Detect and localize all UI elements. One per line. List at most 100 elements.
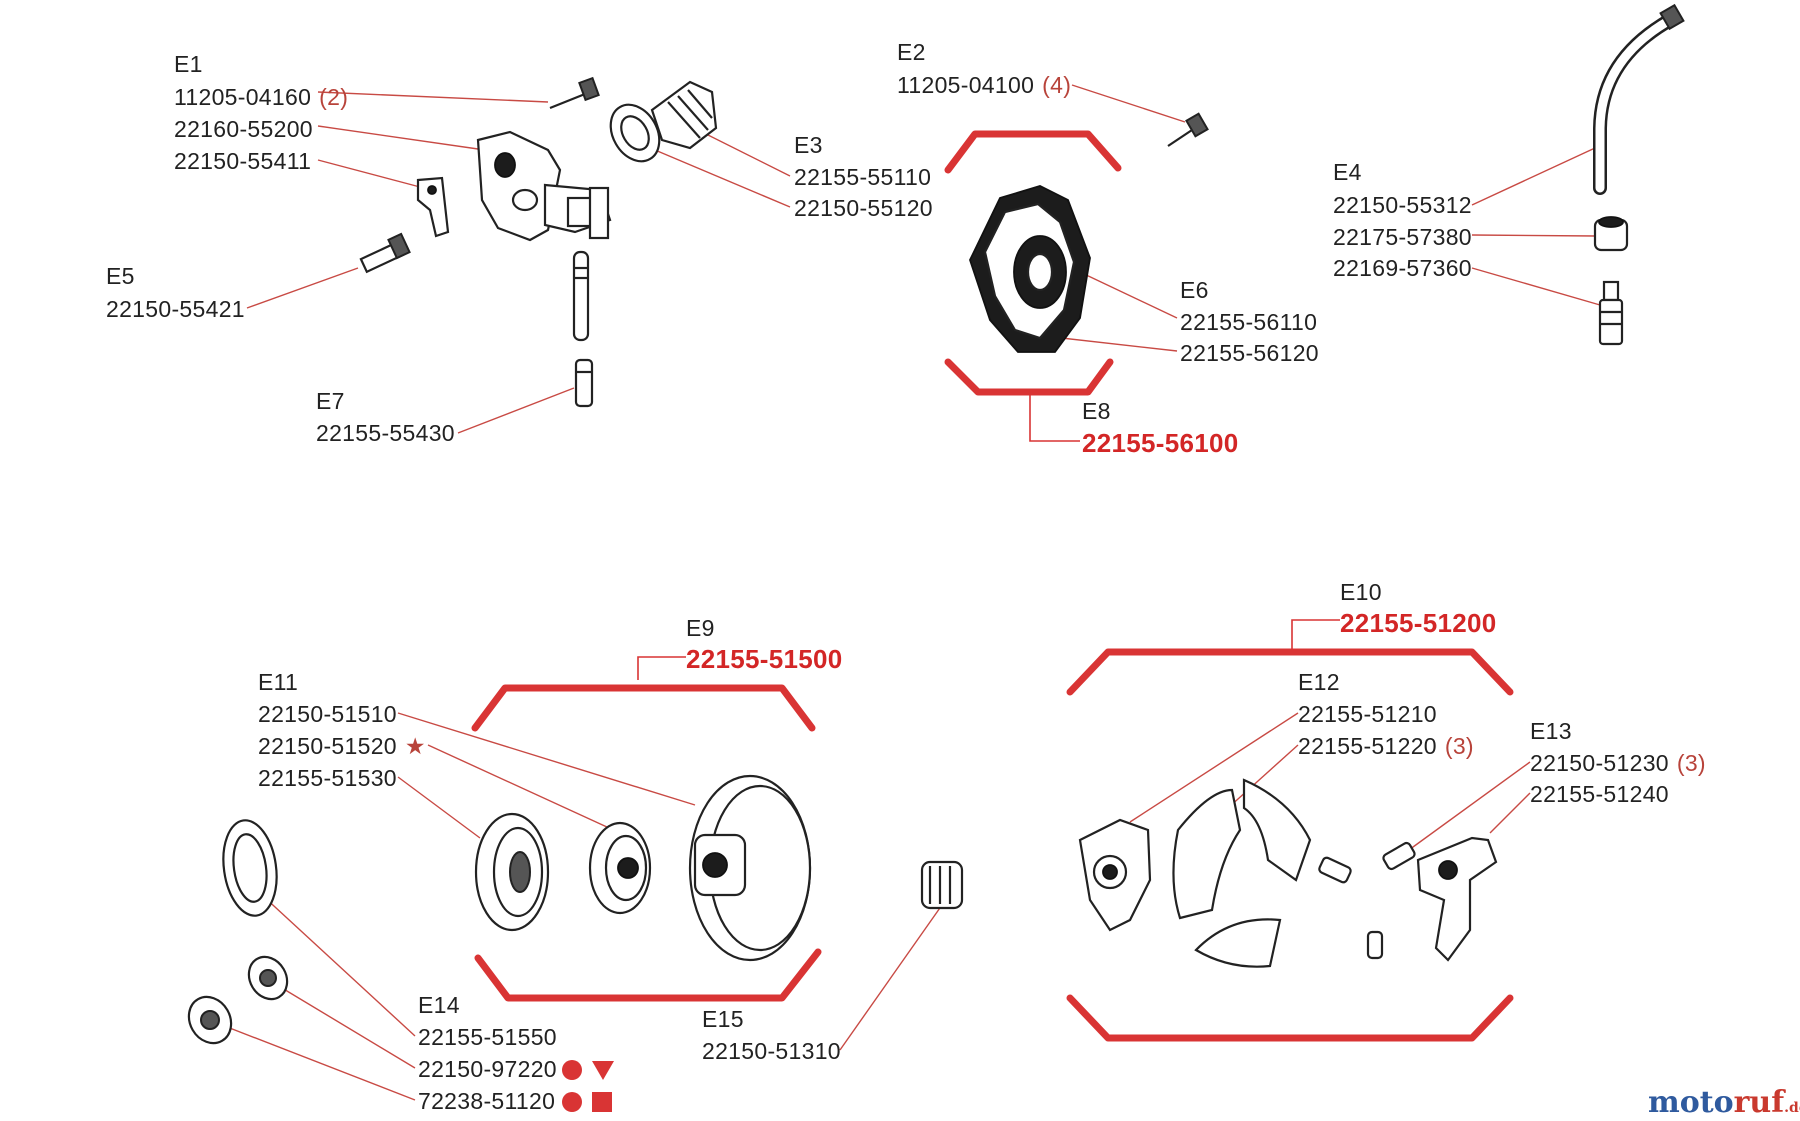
bracket-e9-bottom — [474, 948, 822, 1002]
label-e11: E11 22150-51510 22150-51520 ★ 22155-51530 — [258, 669, 426, 791]
part-number: 22155-51550 — [418, 1024, 557, 1050]
clutch-hub-e12-icon — [1078, 818, 1152, 932]
red-dot-icon — [562, 1092, 582, 1112]
bracket-e8-top — [944, 130, 1122, 174]
ref-e14: E14 — [418, 992, 460, 1018]
bracket-e8-bottom — [944, 358, 1114, 396]
quantity: (3) — [1677, 750, 1706, 776]
part-number: 22155-51240 — [1530, 781, 1669, 807]
bracket-e9-top — [471, 684, 816, 732]
red-square-icon — [592, 1092, 612, 1112]
part-number: 11205-04100 — [897, 72, 1034, 98]
label-e9: E9 22155-51500 — [686, 615, 843, 674]
rim-sprocket-e11-icon — [588, 821, 652, 915]
label-e4: E4 22150-55312 22175-57380 22169-57360 — [1333, 159, 1472, 281]
svg-text:11205-04160(2): 11205-04160 (2) — [174, 84, 348, 110]
part-number: 22150-55411 — [174, 148, 311, 174]
part-number: 22155-56120 — [1180, 340, 1319, 366]
ref-e5: E5 — [106, 263, 135, 289]
part-number-bold: 22155-56100 — [1082, 428, 1239, 458]
part-number: 22155-51220 — [1298, 733, 1437, 759]
ref-e7: E7 — [316, 388, 345, 414]
ref-e12: E12 — [1298, 669, 1340, 695]
ref-e2: E2 — [897, 39, 926, 65]
screw-e1-icon — [549, 76, 600, 110]
ref-e8: E8 — [1082, 398, 1111, 424]
bracket-e10-bottom — [1066, 994, 1514, 1042]
spring-e12-icon — [1318, 856, 1384, 960]
red-dot-icon — [562, 1060, 582, 1080]
part-number-bold: 22155-51500 — [686, 644, 843, 674]
part-number: 22150-51510 — [258, 701, 397, 727]
clutch-shoe-e12-icon — [1172, 778, 1312, 968]
part-number: 22155-51210 — [1298, 701, 1437, 727]
part-number: 22175-57380 — [1333, 224, 1472, 250]
part-number: 22155-55110 — [794, 164, 931, 190]
part-number: 22150-55120 — [794, 195, 933, 221]
ref-e13: E13 — [1530, 718, 1572, 744]
washer-small-e14-icon — [187, 995, 233, 1045]
ref-e11: E11 — [258, 669, 298, 695]
part-number: 22155-51530 — [258, 765, 397, 791]
label-e2: E2 11205-04100 (4) — [897, 39, 1071, 98]
screw-e2-icon — [1167, 112, 1209, 147]
part-number: 72238-51120 — [418, 1088, 555, 1114]
label-e8: E8 22155-56100 — [1082, 398, 1239, 458]
part-number: 22150-55312 — [1333, 192, 1472, 218]
watermark-logo: motoruf.de — [1648, 1085, 1800, 1120]
pump-bracket-icon — [416, 176, 450, 238]
oil-pump-body-icon — [476, 130, 612, 342]
oil-hose-e4-icon — [1593, 3, 1685, 195]
star-icon: ★ — [405, 733, 426, 759]
ref-e1: E1 — [174, 51, 203, 77]
part-number-bold: 22155-51200 — [1340, 608, 1497, 638]
part-number: 22160-55200 — [174, 116, 313, 142]
label-e12: E12 22155-51210 22155-51220 (3) — [1298, 669, 1474, 759]
bracket-e10-top — [1066, 648, 1514, 696]
part-number: 22150-51230 — [1530, 750, 1669, 776]
ref-e3: E3 — [794, 132, 823, 158]
quantity: (4) — [1042, 72, 1071, 98]
svg-text:22150-51520★: 22150-51520 ★ — [258, 733, 426, 759]
part-number: 22169-57360 — [1333, 255, 1472, 281]
part-number: 22150-97220 — [418, 1056, 557, 1082]
ref-e15: E15 — [702, 1006, 744, 1032]
ref-e10: E10 — [1340, 579, 1382, 605]
svg-text:11205-04100(4): 11205-04100 (4) — [897, 72, 1071, 98]
part-number: 22150-51310 — [702, 1038, 841, 1064]
watermark-suffix: .de — [1784, 1100, 1800, 1116]
shoe-carrier-e13-icon — [1416, 836, 1498, 962]
ref-e9: E9 — [686, 615, 715, 641]
label-e13: E13 22150-51230 (3) 22155-51240 — [1530, 718, 1706, 807]
label-e14: E14 22155-51550 22150-97220 72238-51120 — [418, 992, 614, 1114]
quantity: (2) — [319, 84, 348, 110]
needle-bearing-e15-icon — [920, 860, 964, 910]
label-e7: E7 22155-55430 — [316, 388, 455, 446]
down-triangle-icon — [592, 1061, 614, 1080]
watermark-text-b: ruf — [1734, 1085, 1787, 1120]
part-number: 11205-04160 — [174, 84, 311, 110]
ref-e4: E4 — [1333, 159, 1362, 185]
quantity: (3) — [1445, 733, 1474, 759]
svg-text:motoruf.de: motoruf.de — [1648, 1085, 1800, 1120]
sleeve-e7-icon — [574, 358, 594, 408]
part-number: 22155-56110 — [1180, 309, 1317, 335]
svg-text:22155-51220(3): 22155-51220 (3) — [1298, 733, 1474, 759]
cover-e6-icon — [969, 185, 1091, 353]
watermark-text-a: moto — [1648, 1085, 1734, 1120]
label-e15: E15 22150-51310 — [702, 1006, 841, 1064]
label-e10: E10 22155-51200 — [1340, 579, 1497, 638]
seal-e3-icon — [609, 103, 661, 163]
part-number: 22155-55430 — [316, 420, 455, 446]
part-number: 22150-51520 — [258, 733, 397, 759]
label-e6: E6 22155-56110 22155-56120 — [1180, 277, 1319, 366]
fitting-e5-icon — [359, 232, 411, 274]
sprocket-plate-e11-icon — [474, 812, 550, 932]
clutch-drum-e11-icon — [688, 774, 812, 962]
washer-large-e14-icon — [222, 819, 278, 917]
part-number: 22150-55421 — [106, 296, 245, 322]
ref-e6: E6 — [1180, 277, 1209, 303]
svg-text:22150-51230(3): 22150-51230 (3) — [1530, 750, 1706, 776]
washer-mid-e14-icon — [247, 955, 289, 1001]
